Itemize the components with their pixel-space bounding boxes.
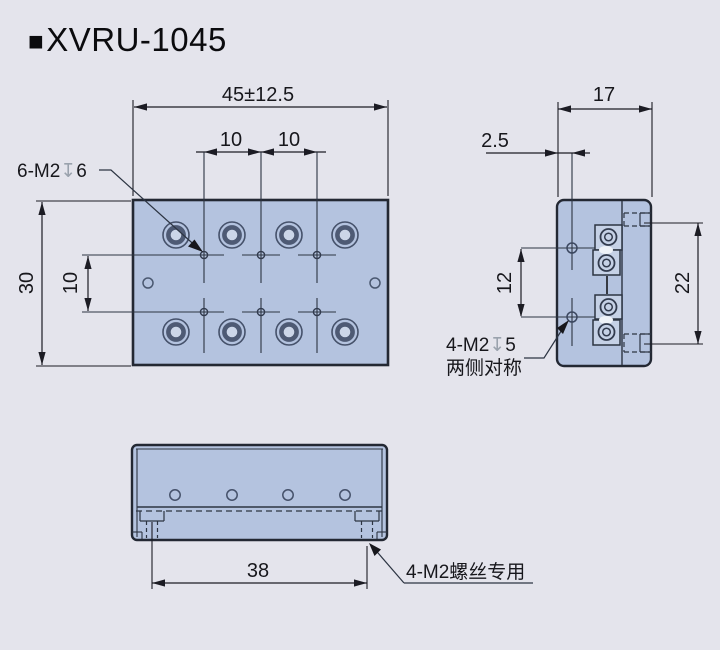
counterbore-hole bbox=[331, 221, 359, 249]
hidden-features bbox=[623, 212, 651, 353]
dim-38: 38 bbox=[151, 522, 368, 589]
side-pin-holes bbox=[142, 277, 381, 289]
screw-stacks bbox=[592, 224, 623, 346]
dim-10-left-text: 10 bbox=[220, 129, 242, 151]
dim-10-10: 10 10 bbox=[196, 129, 326, 156]
counterbore-hole bbox=[162, 221, 190, 249]
front-view: 38 4-M2螺丝专用 bbox=[130, 443, 533, 589]
counterbore-hole bbox=[275, 221, 303, 249]
dim-17-text: 17 bbox=[593, 84, 615, 106]
counterbore-hole bbox=[275, 318, 303, 346]
dim-30-text: 30 bbox=[16, 272, 38, 294]
counterbore-hole bbox=[218, 221, 246, 249]
dim-45-text: 45±12.5 bbox=[222, 84, 294, 106]
label-6m2: 6-M2↧6 bbox=[17, 161, 203, 252]
label-4m2-front-text: 4-M2螺丝专用 bbox=[406, 561, 525, 583]
label-6m2-text: 6-M2↧6 bbox=[17, 161, 87, 182]
top-view: 45±12.5 10 10 bbox=[16, 84, 390, 367]
counterbore-hole bbox=[331, 318, 359, 346]
screw-washer bbox=[599, 246, 613, 254]
dim-22-text: 22 bbox=[672, 272, 694, 294]
dim-12: 12 bbox=[494, 249, 525, 317]
dim-2-5: 2.5 bbox=[481, 130, 590, 157]
title-bullet-icon: ■ bbox=[28, 26, 45, 56]
side-view: 17 2.5 12 22 4-M2↧5 bbox=[446, 84, 703, 379]
label-symmetry-text: 两侧对称 bbox=[446, 357, 522, 379]
front-view-body bbox=[130, 443, 389, 542]
front-holes bbox=[169, 489, 351, 501]
dim-45-extensions bbox=[132, 100, 389, 196]
dim-17: 17 bbox=[557, 84, 653, 197]
dim-10-rows: 10 bbox=[60, 256, 92, 311]
label-4m2-side-text: 4-M2↧5 bbox=[446, 335, 516, 356]
leader-arrow bbox=[369, 543, 381, 556]
side-view-body bbox=[555, 198, 653, 368]
counterbore-hole bbox=[162, 318, 190, 346]
page-title: ■ XVRU-1045 bbox=[28, 21, 227, 59]
label-4m2-side: 4-M2↧5 两侧对称 bbox=[446, 320, 569, 379]
dim-22: 22 bbox=[644, 222, 703, 345]
dim-2-5-text: 2.5 bbox=[481, 130, 509, 152]
side-threaded-holes bbox=[566, 242, 578, 323]
front-counterbores bbox=[139, 511, 380, 538]
leader-arrow bbox=[188, 239, 203, 252]
dim-10-rows-text: 10 bbox=[60, 272, 82, 294]
front-inner-edges bbox=[132, 448, 387, 539]
leader-arrow bbox=[557, 320, 569, 334]
label-4m2-front: 4-M2螺丝专用 bbox=[369, 543, 533, 584]
title-text: XVRU-1045 bbox=[46, 21, 227, 58]
counterbore-hole bbox=[218, 318, 246, 346]
threaded-holes bbox=[199, 250, 322, 317]
dim-30: 30 bbox=[16, 200, 131, 367]
counterbore-holes bbox=[162, 221, 359, 346]
side-hole-centerline bbox=[521, 153, 596, 346]
dim-45: 45±12.5 bbox=[134, 84, 387, 111]
screw-washer bbox=[599, 316, 613, 324]
dim-38-text: 38 bbox=[247, 560, 269, 582]
column-centerlines bbox=[203, 152, 318, 353]
dim-12-text: 12 bbox=[494, 272, 516, 294]
dim-10-right-text: 10 bbox=[278, 129, 300, 151]
